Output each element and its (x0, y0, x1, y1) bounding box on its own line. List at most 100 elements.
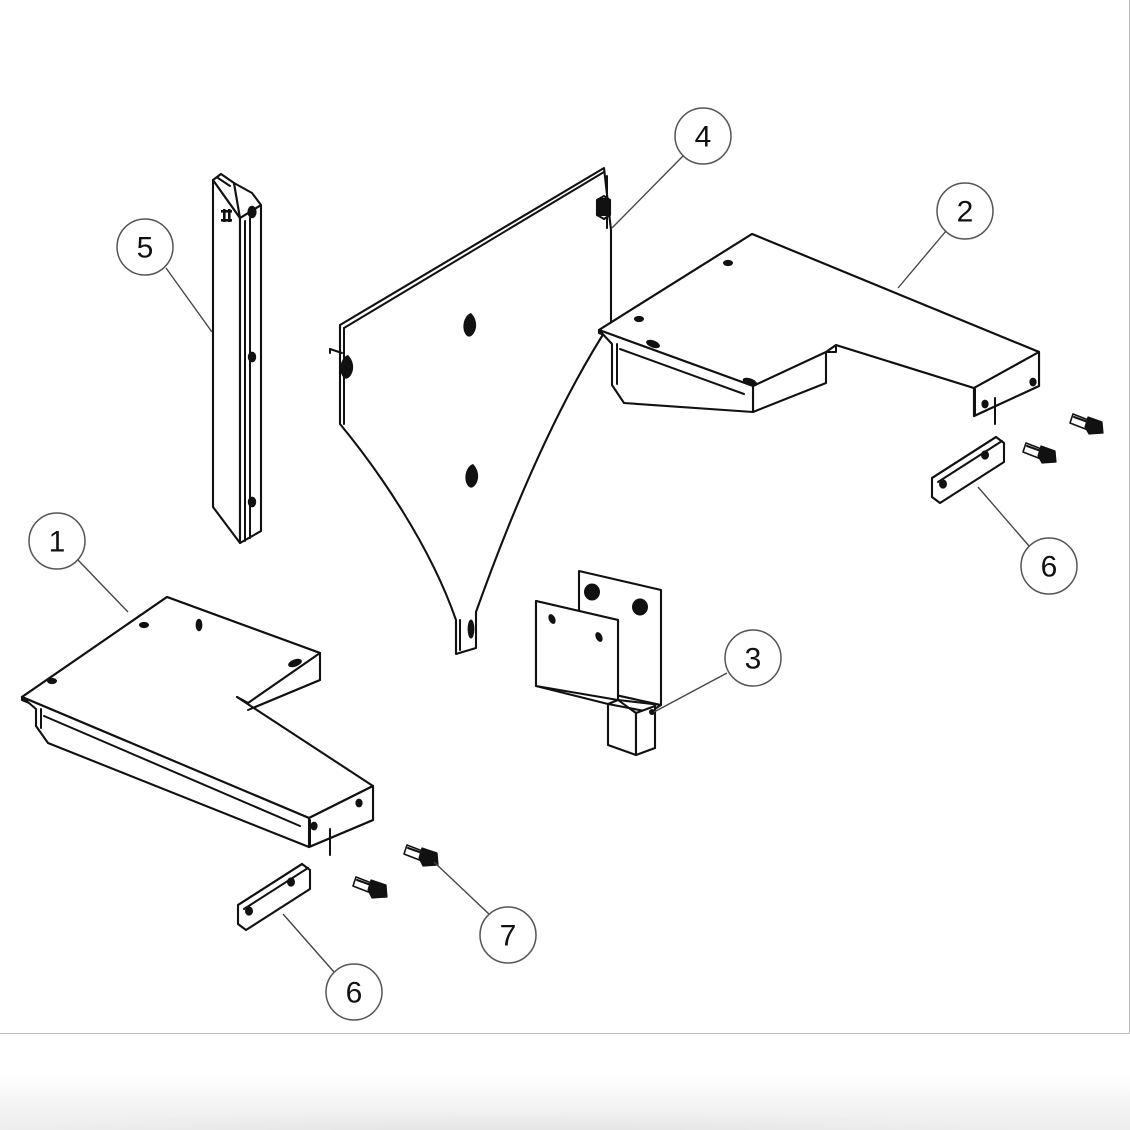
left-tray-front-lip (20, 695, 311, 849)
rail-stamped-marking (221, 209, 232, 222)
panel-hole-tip (467, 619, 475, 639)
fastener-hex-bolt-upper-2[interactable] (1022, 442, 1057, 464)
part-vertical-channel-rail[interactable] (211, 172, 263, 545)
left-tray-notch-step (247, 652, 321, 711)
u-bracket-tab-fold (617, 699, 637, 714)
right-tray-hole-b (634, 315, 644, 323)
strap-plate-upper-hole-b (939, 479, 947, 489)
exploded-assembly-artwork: 1 2 3 4 5 6 6 7 (20, 107, 1104, 1021)
u-bracket-slot-b (595, 632, 603, 642)
callout-3-circle[interactable] (724, 629, 782, 687)
callout-6-upper-circle[interactable] (1020, 537, 1078, 595)
callout-3[interactable]: 3 (653, 629, 782, 713)
bolt-thread-line (407, 847, 423, 854)
rail-top-notch (217, 177, 231, 187)
drawing-sheet: 1 2 3 4 5 6 6 7 (0, 0, 1130, 1034)
left-tray-flange-hole-a (355, 798, 363, 808)
fastener-hex-bolt-lower-2[interactable] (352, 876, 388, 899)
callout-7[interactable]: 7 (433, 861, 537, 964)
part-strap-plate-upper[interactable] (930, 435, 1006, 505)
panel-hole-upper-center (463, 313, 477, 337)
callout-7-circle[interactable] (479, 906, 537, 964)
strap-plate-lower-hole-a (287, 877, 295, 887)
strap-plate-upper-hole-a (981, 450, 989, 460)
panel-body (338, 166, 613, 656)
rail-hole-middle (247, 351, 257, 363)
part-left-mounting-tray[interactable] (20, 595, 375, 856)
u-bracket-hole-b (632, 598, 648, 616)
sheet-edge-mask (1127, 0, 1129, 95)
callout-3-label: 3 (745, 643, 762, 676)
panel-edge-boss-hole (596, 198, 610, 216)
left-tray-hole-b (47, 677, 57, 685)
rail-hole-bottom (247, 496, 257, 508)
fastener-hex-bolt-upper-1[interactable] (1069, 413, 1104, 435)
rail-hole-top (247, 205, 257, 219)
left-tray-slot-b (288, 658, 302, 668)
page-bottom-shadow (0, 1034, 1130, 1130)
callout-1-leader-line (77, 559, 129, 613)
bolt-thread-line (1026, 445, 1042, 452)
callout-6-lower-label: 6 (346, 977, 363, 1010)
callout-1-circle[interactable] (28, 512, 86, 570)
bolt-hex-head (418, 847, 439, 867)
right-tray-flange-hole-b (981, 399, 989, 409)
right-tray-lip-crease (619, 348, 745, 395)
callout-5-circle[interactable] (116, 218, 174, 276)
callout-2-label: 2 (957, 196, 974, 229)
strap-plate-lower-top-edge (237, 863, 303, 906)
left-tray-notch-inner (236, 696, 249, 704)
part-curved-side-panel[interactable] (329, 166, 613, 656)
part-strap-plate-lower[interactable] (236, 862, 312, 932)
left-tray-hole-a (139, 621, 149, 629)
left-tray-lip-crease (43, 715, 301, 827)
left-tray-flange-hole-b (310, 821, 318, 831)
panel-hole-left (340, 355, 354, 379)
bolt-hex-head (367, 879, 388, 899)
bolt-hex-head (1037, 445, 1057, 464)
callout-1[interactable]: 1 (28, 512, 129, 613)
callout-6-lower[interactable]: 6 (282, 913, 383, 1021)
callout-5-leader-line (165, 267, 213, 333)
panel-top-edge-thickness (343, 171, 605, 329)
callout-5[interactable]: 5 (116, 218, 213, 333)
callout-5-label: 5 (137, 232, 154, 265)
callout-6-upper-label: 6 (1041, 551, 1058, 584)
callout-4-label: 4 (695, 121, 712, 154)
strap-plate-lower-hole-b (245, 906, 253, 916)
right-tray-right-flange (972, 350, 1041, 418)
strap-plate-lower-crease (243, 867, 309, 910)
callout-2-circle[interactable] (936, 182, 994, 240)
callout-4[interactable]: 4 (611, 107, 732, 229)
callout-2[interactable]: 2 (897, 182, 994, 289)
callout-6-lower-circle[interactable] (325, 963, 383, 1021)
callout-6-upper[interactable]: 6 (977, 486, 1078, 595)
u-bracket-down-tab (634, 704, 657, 757)
panel-hole-lower-center (465, 464, 479, 488)
fastener-hex-bolt-lower-1[interactable] (403, 844, 439, 867)
part-right-mounting-tray[interactable] (597, 232, 1041, 425)
callout-6-upper-leader-line (977, 486, 1030, 547)
right-tray-slot-b (742, 377, 758, 387)
callout-7-label: 7 (500, 920, 517, 953)
strap-plate-upper-crease (937, 440, 1003, 483)
right-tray-hole-a (723, 259, 733, 267)
bolt-hex-head (1084, 416, 1104, 435)
right-tray-slot-a (646, 339, 660, 349)
u-bracket-leader-point (649, 709, 655, 715)
rail-top-face (232, 181, 263, 220)
part-u-channel-bracket[interactable] (534, 569, 663, 757)
panel-left-tab (329, 348, 343, 354)
bolt-thread-line (1073, 416, 1089, 423)
u-bracket-slot-a (548, 614, 556, 624)
callout-1-label: 1 (49, 526, 66, 559)
callout-4-leader-line (611, 155, 684, 229)
callout-3-leader-line (653, 672, 728, 713)
callout-6-lower-leader-line (282, 913, 335, 973)
callout-4-circle[interactable] (674, 107, 732, 165)
right-tray-flange-hole-a (1029, 377, 1037, 387)
strap-plate-upper-top-edge (931, 436, 997, 479)
left-tray-slot-a (195, 618, 203, 632)
callout-2-leader-line (897, 230, 947, 289)
